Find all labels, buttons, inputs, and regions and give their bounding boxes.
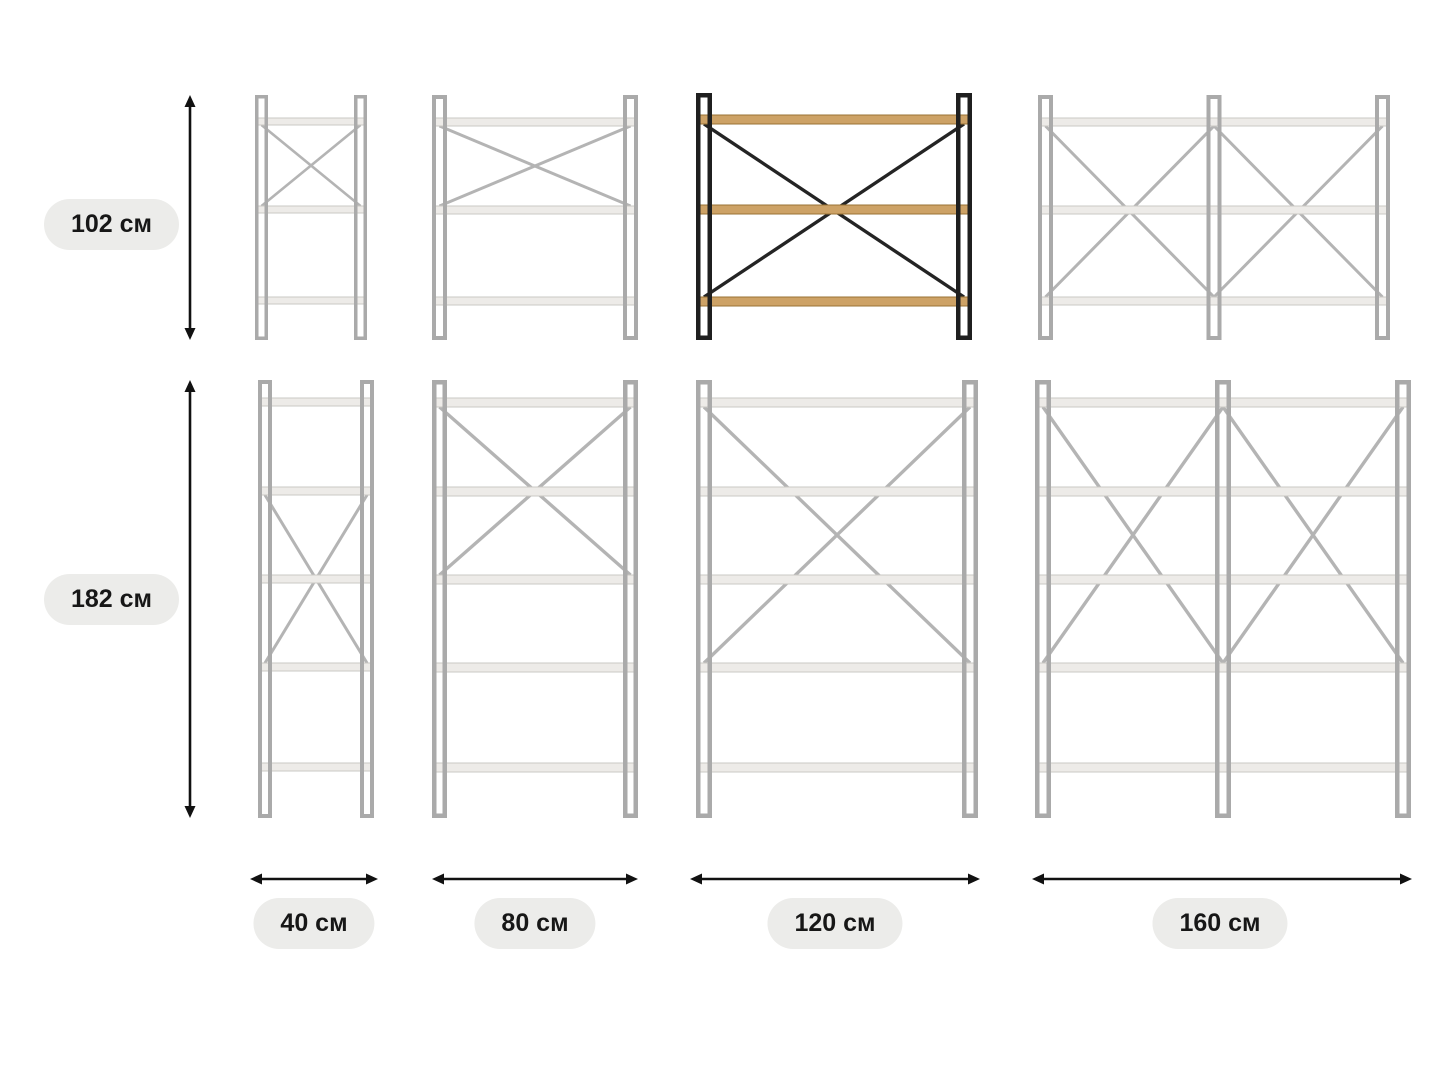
shelf-variant-40x182 [258, 380, 374, 818]
width-label-80: 80 см [474, 898, 596, 949]
height-label-182: 182 см [44, 574, 180, 625]
width-label-160: 160 см [1152, 898, 1288, 949]
width-arrow-160-icon [1032, 873, 1412, 885]
width-label-120: 120 см [767, 898, 903, 949]
width-arrow-40-icon [250, 873, 378, 885]
shelf-variant-160x102 [1038, 95, 1390, 340]
shelf-variant-120x102-selected [696, 93, 972, 340]
width-label-40: 40 см [253, 898, 375, 949]
shelf-variant-40x102 [255, 95, 367, 340]
shelf-variant-80x182 [432, 380, 638, 818]
width-arrow-80-icon [432, 873, 638, 885]
shelf-variant-120x182 [696, 380, 978, 818]
height-arrow-102-icon [184, 95, 196, 340]
height-arrow-182-icon [184, 380, 196, 818]
shelf-variant-160x182 [1035, 380, 1411, 818]
width-arrow-120-icon [690, 873, 980, 885]
shelf-variant-80x102 [432, 95, 638, 340]
height-label-102: 102 см [44, 199, 180, 250]
